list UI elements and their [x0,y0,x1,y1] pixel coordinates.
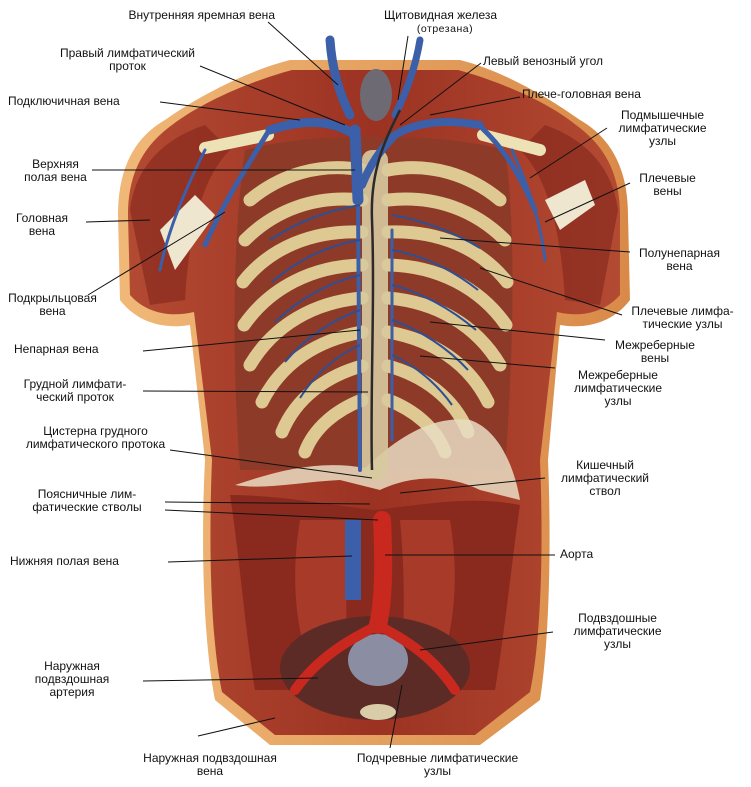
label-iliac-nodes: Подвздошные лимфатические узлы [573,611,662,651]
label-intercostal-veins: Межреберные вены [615,338,695,365]
label-brachial-nodes: Плечевые лимфа- тические узлы [631,304,734,331]
label-aorta: Аорта [560,547,594,561]
rectum [360,704,396,720]
arteries [290,511,460,695]
label-cephalic-vein: Головная вена [15,211,69,238]
label-left-venous-angle: Левый венозный угол [483,54,603,68]
label-axillary-vein: Подкрыльцовая вена [8,291,97,318]
label-thyroid-gland: Щитовидная железа [383,8,498,22]
intercostal-veins [269,204,481,406]
label-azygos-vein: Непарная вена [14,342,99,356]
ribs [236,161,514,459]
right-axilla-tendon [545,180,595,230]
label-external-iliac-artery: Наружная подвздошная артерия [34,659,110,699]
label-hypogastric-nodes: Подчревные лимфатические узлы [356,751,519,778]
label-cisterna-chyli: Цистерна грудного лимфатического протока [25,424,166,451]
label-thoracic-duct: Грудной лимфати- ческий проток [23,377,127,404]
left-clavicle [199,129,274,154]
label-right-lymphatic-duct: Правый лимфатический проток [59,46,196,73]
label-thyroid-note: (отрезана) [416,23,474,35]
label-brachiocephalic-vein: Плече-головная вена [522,87,641,101]
label-intestinal-trunk: Кишечный лимфатический ствол [560,458,650,498]
label-internal-jugular-vein: Внутренняя яремная вена [128,8,275,22]
label-external-iliac-vein: Наружная подвздошная вена [143,751,277,778]
spine [362,150,388,480]
veins [158,35,547,600]
label-intercostal-nodes: Межреберные лимфатические узлы [574,368,662,408]
thyroid-stump [360,69,392,121]
bladder [348,634,408,686]
label-subclavian-vein: Подключичная вена [8,94,120,108]
left-axilla-tendon [160,195,215,270]
label-superior-vena-cava: Верхняя полая вена [24,157,87,184]
label-hemiazygos-vein: Полунепарная вена [639,246,720,273]
label-lumbar-trunks: Поясничные лим- фатические стволы [32,487,142,514]
label-axillary-nodes: Подмышечные лимфатические узлы [618,108,707,148]
thoracic-duct [370,109,402,471]
label-brachial-veins: Плечевые вены [639,171,696,198]
label-inferior-vena-cava: Нижняя полая вена [10,554,119,568]
